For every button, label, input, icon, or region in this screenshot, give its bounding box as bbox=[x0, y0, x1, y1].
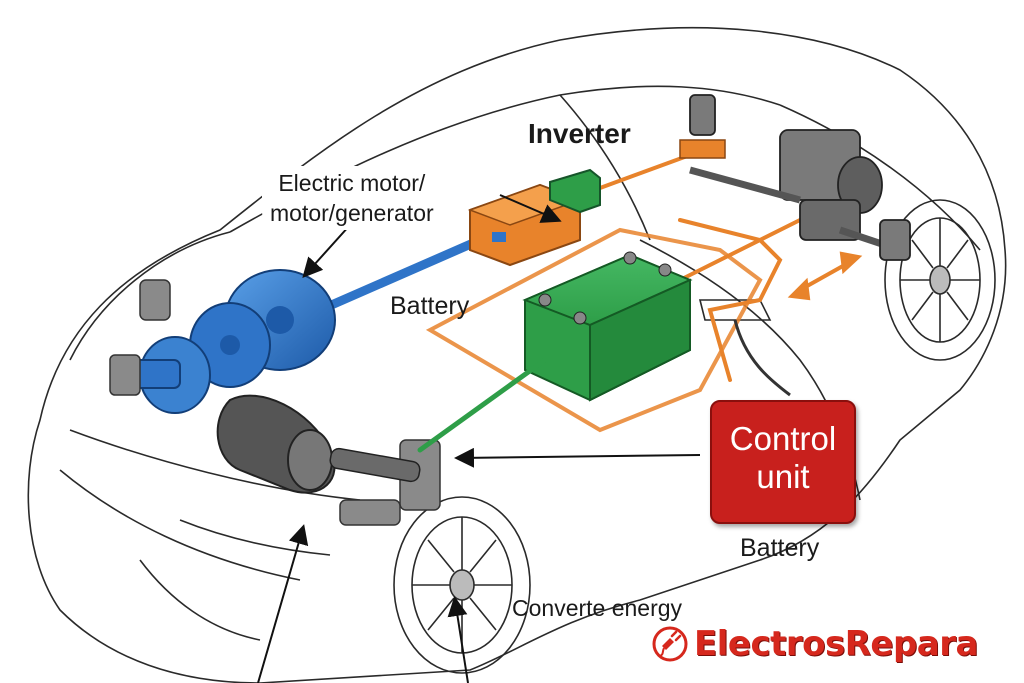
rear-gearbox bbox=[689, 94, 911, 261]
motor-label-line1: Electric motor/ bbox=[278, 170, 426, 196]
control-cable bbox=[733, 319, 791, 397]
drive-shaft bbox=[315, 235, 485, 315]
plug-icon bbox=[652, 626, 688, 662]
converte-energy-label: Converte energy bbox=[512, 595, 683, 621]
brand-name: ElectrosRepara bbox=[694, 624, 978, 664]
double-arrow bbox=[787, 251, 863, 301]
battery-cable bbox=[417, 357, 548, 453]
motor-label-line2: motor/generator bbox=[270, 200, 434, 226]
battery-unit bbox=[522, 251, 693, 402]
control-unit-box: Control unit bbox=[710, 400, 856, 524]
control-unit-label: Control unit bbox=[729, 420, 837, 495]
battery-label-bottom: Battery bbox=[740, 534, 820, 562]
electric-motor bbox=[119, 269, 336, 414]
rear-wheel bbox=[884, 199, 996, 361]
motor-label: Electric motor/ motor/generator bbox=[262, 166, 442, 230]
callout-arrows bbox=[257, 194, 701, 683]
inverter-label: Inverter bbox=[528, 118, 631, 149]
orange-wiring bbox=[425, 153, 822, 433]
front-suspension bbox=[109, 279, 441, 526]
battery-label-top: Battery bbox=[390, 292, 470, 320]
brand-logo: ElectrosRepara bbox=[652, 622, 978, 666]
gear-drum bbox=[216, 394, 421, 494]
front-wheel bbox=[393, 496, 531, 674]
rear-orange-bracket bbox=[679, 139, 726, 159]
